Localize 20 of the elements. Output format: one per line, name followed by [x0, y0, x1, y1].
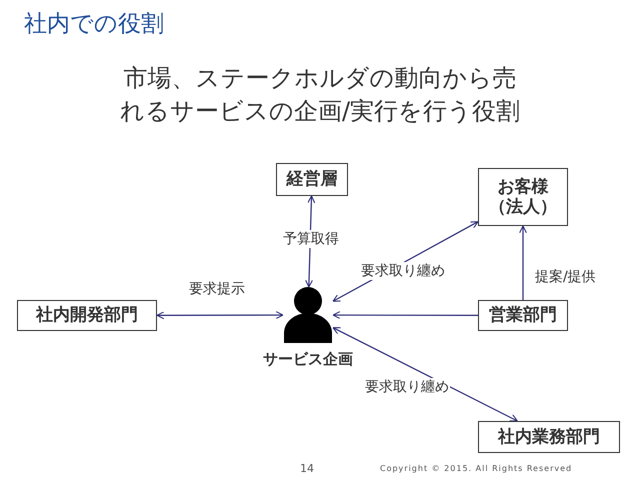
edge-label: 要求取り纏め — [360, 262, 446, 280]
page-number: 14 — [300, 462, 314, 475]
process-box: 社内開発部門 — [17, 300, 157, 331]
process-box: 社内業務部門 — [478, 421, 620, 453]
arrow — [518, 225, 528, 300]
edge-label: 提案/提供 — [534, 268, 597, 286]
person-icon — [283, 287, 333, 343]
node-label: サービス企画 — [262, 350, 354, 369]
subtitle: 市場、ステークホルダの動向から売れるサービスの企画/実行を行う役割 — [118, 63, 522, 127]
arrow — [332, 311, 478, 320]
process-box: お客様（法人） — [478, 168, 568, 226]
arrow — [332, 327, 518, 422]
arrow — [156, 311, 284, 320]
edge-label: 予算取得 — [282, 230, 340, 248]
process-box: 営業部門 — [478, 300, 568, 331]
process-box: 経営層 — [276, 163, 348, 196]
edge-label: 要求提示 — [188, 280, 246, 298]
slide-title: 社内での役割 — [24, 10, 164, 39]
edge-label: 要求取り纏め — [364, 378, 450, 396]
copyright-notice: Copyright © 2015. All Rights Reserved — [380, 464, 572, 473]
